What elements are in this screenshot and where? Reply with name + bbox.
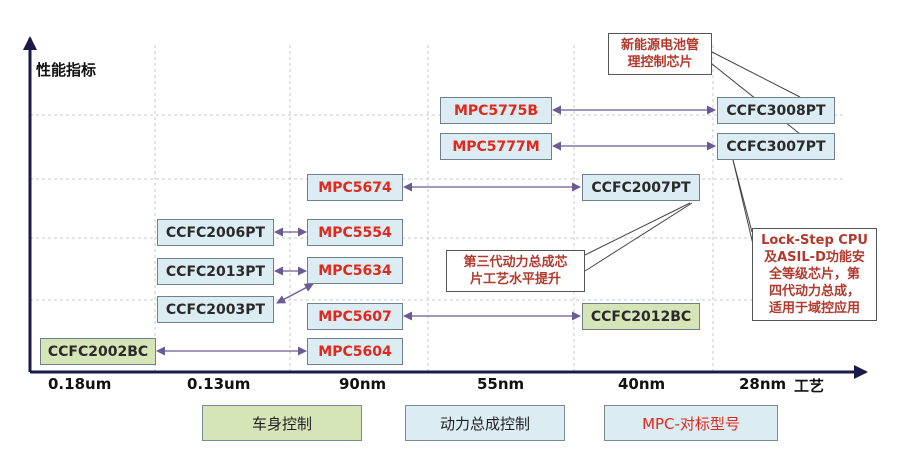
note-third-gen-powertrain: 第三代动力总成芯 片工艺水平提升: [446, 250, 585, 292]
chip-mpc5634: MPC5634: [307, 257, 403, 284]
tick-55nm: 55nm: [477, 375, 525, 393]
relation-arrows: [156, 105, 716, 356]
chip-ccfc2013pt: CCFC2013PT: [157, 258, 274, 285]
tick-28nm: 28nm: [739, 375, 787, 393]
chip-ccfc2007pt: CCFC2007PT: [582, 174, 700, 201]
legend-powertrain-control: 动力总成控制: [405, 405, 565, 441]
chip-ccfc2012bc: CCFC2012BC: [582, 303, 700, 330]
chip-ccfc3008pt: CCFC3008PT: [717, 97, 835, 124]
chip-ccfc3007pt: CCFC3007PT: [717, 133, 835, 160]
legend-body-control: 车身控制: [202, 405, 362, 441]
chip-ccfc2002bc: CCFC2002BC: [40, 338, 156, 365]
legend-mpc-benchmark: MPC-对标型号: [604, 405, 778, 441]
chip-mpc5775b: MPC5775B: [440, 97, 552, 124]
chip-mpc5674: MPC5674: [307, 174, 403, 201]
chip-mpc5604: MPC5604: [307, 338, 403, 365]
arrow-ccfc2003pt-mpc5634: [276, 283, 314, 304]
chip-mpc5554: MPC5554: [307, 219, 403, 246]
tick-0-18um: 0.18um: [48, 375, 112, 393]
note-lockstep-asil-d: Lock-Step CPU 及ASIL-D功能安 全等级芯片，第 四代动力总成，…: [752, 228, 877, 321]
tick-0-13um: 0.13um: [187, 375, 251, 393]
x-axis-title: 工艺: [794, 377, 825, 395]
grid: [30, 45, 845, 372]
tick-40nm: 40nm: [618, 375, 666, 393]
chip-ccfc2006pt: CCFC2006PT: [157, 219, 274, 246]
chip-mpc5607: MPC5607: [307, 303, 403, 330]
note-battery-management: 新能源电池管 理控制芯片: [608, 33, 712, 75]
chip-mpc5777m: MPC5777M: [440, 133, 552, 160]
tick-90nm: 90nm: [339, 375, 387, 393]
y-axis-title: 性能指标: [36, 61, 97, 79]
chip-ccfc2003pt: CCFC2003PT: [157, 296, 274, 323]
